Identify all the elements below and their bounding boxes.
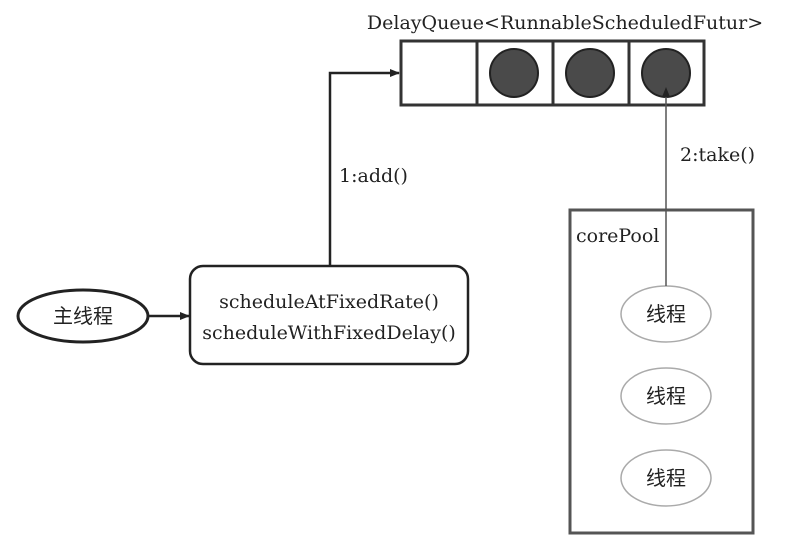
- main-thread-label: 主线程: [53, 304, 113, 328]
- pool-thread-ellipse: [620, 367, 712, 425]
- pool-thread-label: 线程: [646, 384, 686, 408]
- delay-queue: [399, 39, 706, 107]
- add-arrow: [328, 69, 400, 266]
- add-arrow-label: 1:add(): [339, 165, 408, 187]
- schedule-fixed-rate-method: scheduleAtFixedRate(): [219, 291, 439, 313]
- schedule-fixed-delay-method: scheduleWithFixedDelay(): [202, 322, 456, 344]
- pool-thread: 线程: [620, 285, 712, 343]
- take-arrow-label: 2:take(): [680, 144, 755, 166]
- queued-task-ball: [489, 48, 539, 98]
- core-pool: corePool 线程 线程 线程: [568, 208, 755, 535]
- pool-thread-ellipse: [620, 449, 712, 507]
- pool-thread-label: 线程: [646, 302, 686, 326]
- pool-thread-label: 线程: [646, 466, 686, 490]
- queue-title: DelayQueue<RunnableScheduledFutur>: [367, 12, 763, 34]
- main-thread-node: 主线程: [16, 288, 150, 344]
- pool-thread: 线程: [620, 367, 712, 425]
- scheduler-box: [188, 264, 470, 366]
- core-pool-label: corePool: [576, 225, 659, 247]
- queued-task-ball: [565, 48, 615, 98]
- scheduler-node: scheduleAtFixedRate() scheduleWithFixedD…: [188, 264, 470, 366]
- pool-thread: 线程: [620, 449, 712, 507]
